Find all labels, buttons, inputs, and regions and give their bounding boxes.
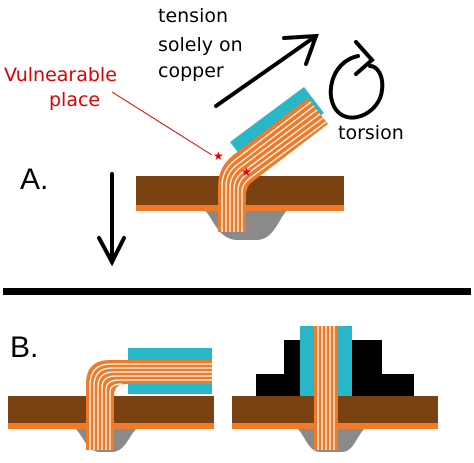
downward-arrow (97, 172, 126, 267)
vulnerable-pointer-line (111, 91, 213, 156)
panel-b: B. (8, 326, 438, 452)
tension-arrow (214, 33, 319, 108)
copper-wire-b-left (86, 360, 212, 450)
section-divider (3, 288, 471, 295)
torsion-arrow (328, 40, 385, 120)
copper-wire-b-right (314, 326, 338, 450)
section-a-label: A. (20, 163, 48, 196)
vulnerable-star-right: ★ (241, 165, 252, 179)
panel-a: ★ ★ Vulnearable place tension solely on … (4, 5, 404, 267)
panel-b-left (8, 348, 214, 452)
vulnerable-label-line1: Vulnearable (4, 64, 117, 86)
tension-label-line1: tension (158, 5, 228, 27)
vulnerable-label-line2: place (49, 89, 100, 111)
section-b-label: B. (10, 331, 38, 364)
panel-b-right (232, 326, 438, 452)
tension-label-line3: copper (158, 60, 224, 82)
vulnerable-star-left: ★ (213, 149, 224, 163)
torsion-label: torsion (338, 122, 404, 144)
tension-label-line2: solely on (158, 34, 243, 56)
copper-wire-a (218, 98, 328, 232)
